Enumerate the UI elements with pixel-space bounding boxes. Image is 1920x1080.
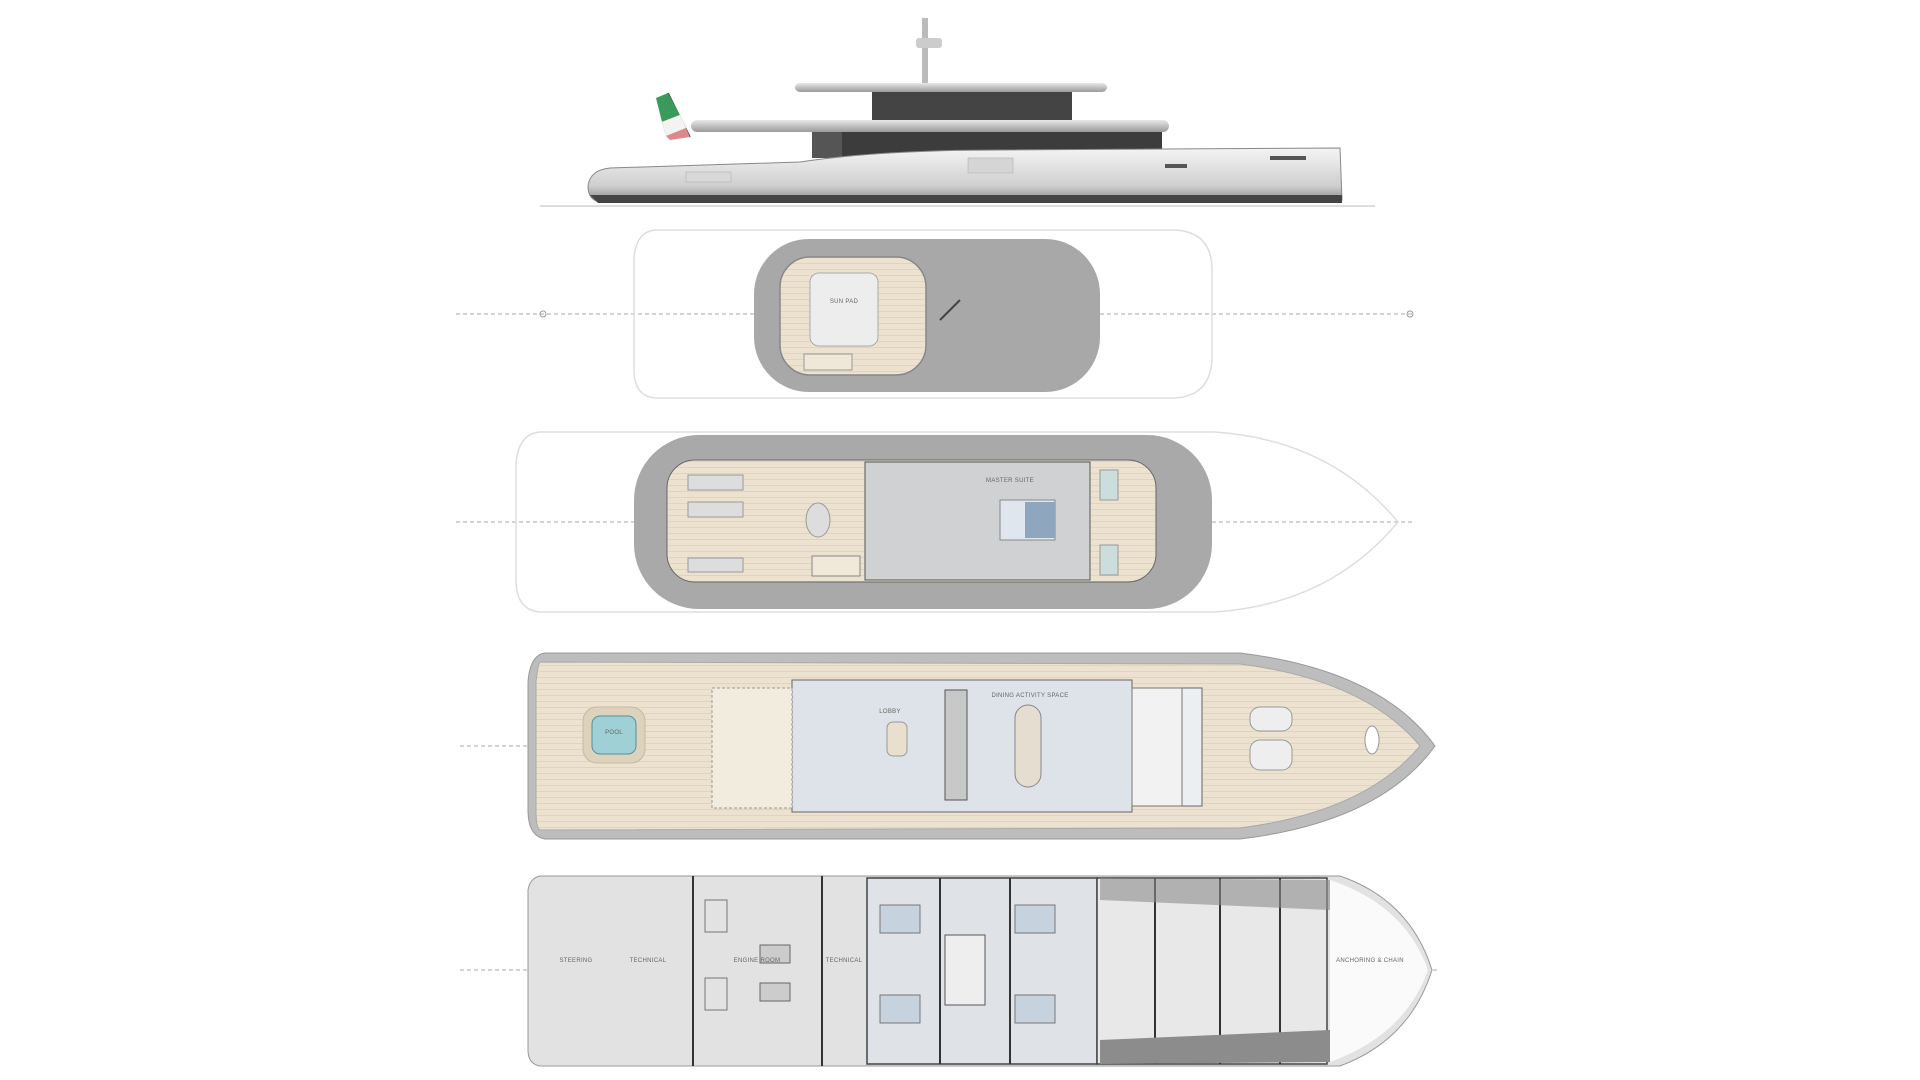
mast [922, 18, 928, 83]
technical-fwd-label: TECHNICAL [826, 958, 863, 964]
steering-label: STEERING [559, 958, 592, 964]
sun-deck-plan: SUN PAD [456, 229, 1414, 399]
lower-deck-plan: STEERING TECHNICAL ENGINE ROOM TECHNICAL… [460, 875, 1440, 1067]
pool [591, 715, 637, 755]
engine-room-label: ENGINE ROOM [734, 958, 781, 964]
dining-label: DINING ACTIVITY SPACE [991, 693, 1068, 699]
italian-flag-icon [656, 92, 691, 140]
pool-label: POOL [605, 730, 623, 736]
tender [1249, 706, 1293, 732]
sun-pad [809, 272, 879, 347]
anchoring-label: ANCHORING & CHAIN [1336, 958, 1404, 964]
engine-stbd [759, 982, 791, 1002]
lobby-label: LOBBY [879, 709, 901, 715]
bridge-deck-plan: MASTER SUITE [456, 431, 1413, 613]
engine-port [759, 944, 791, 964]
radar-icon [939, 299, 961, 321]
technical-aft-label: TECHNICAL [630, 958, 667, 964]
top-hardtop [795, 83, 1107, 92]
upper-hardtop [691, 120, 1169, 132]
side-profile [540, 18, 1375, 207]
hull [587, 147, 1343, 203]
dining-table [1014, 704, 1042, 788]
master-suite-label: MASTER SUITE [986, 478, 1034, 484]
sun-pad-label: SUN PAD [830, 299, 859, 305]
main-deck-plan: DINING ACTIVITY SPACE LOBBY POOL [460, 652, 1436, 840]
